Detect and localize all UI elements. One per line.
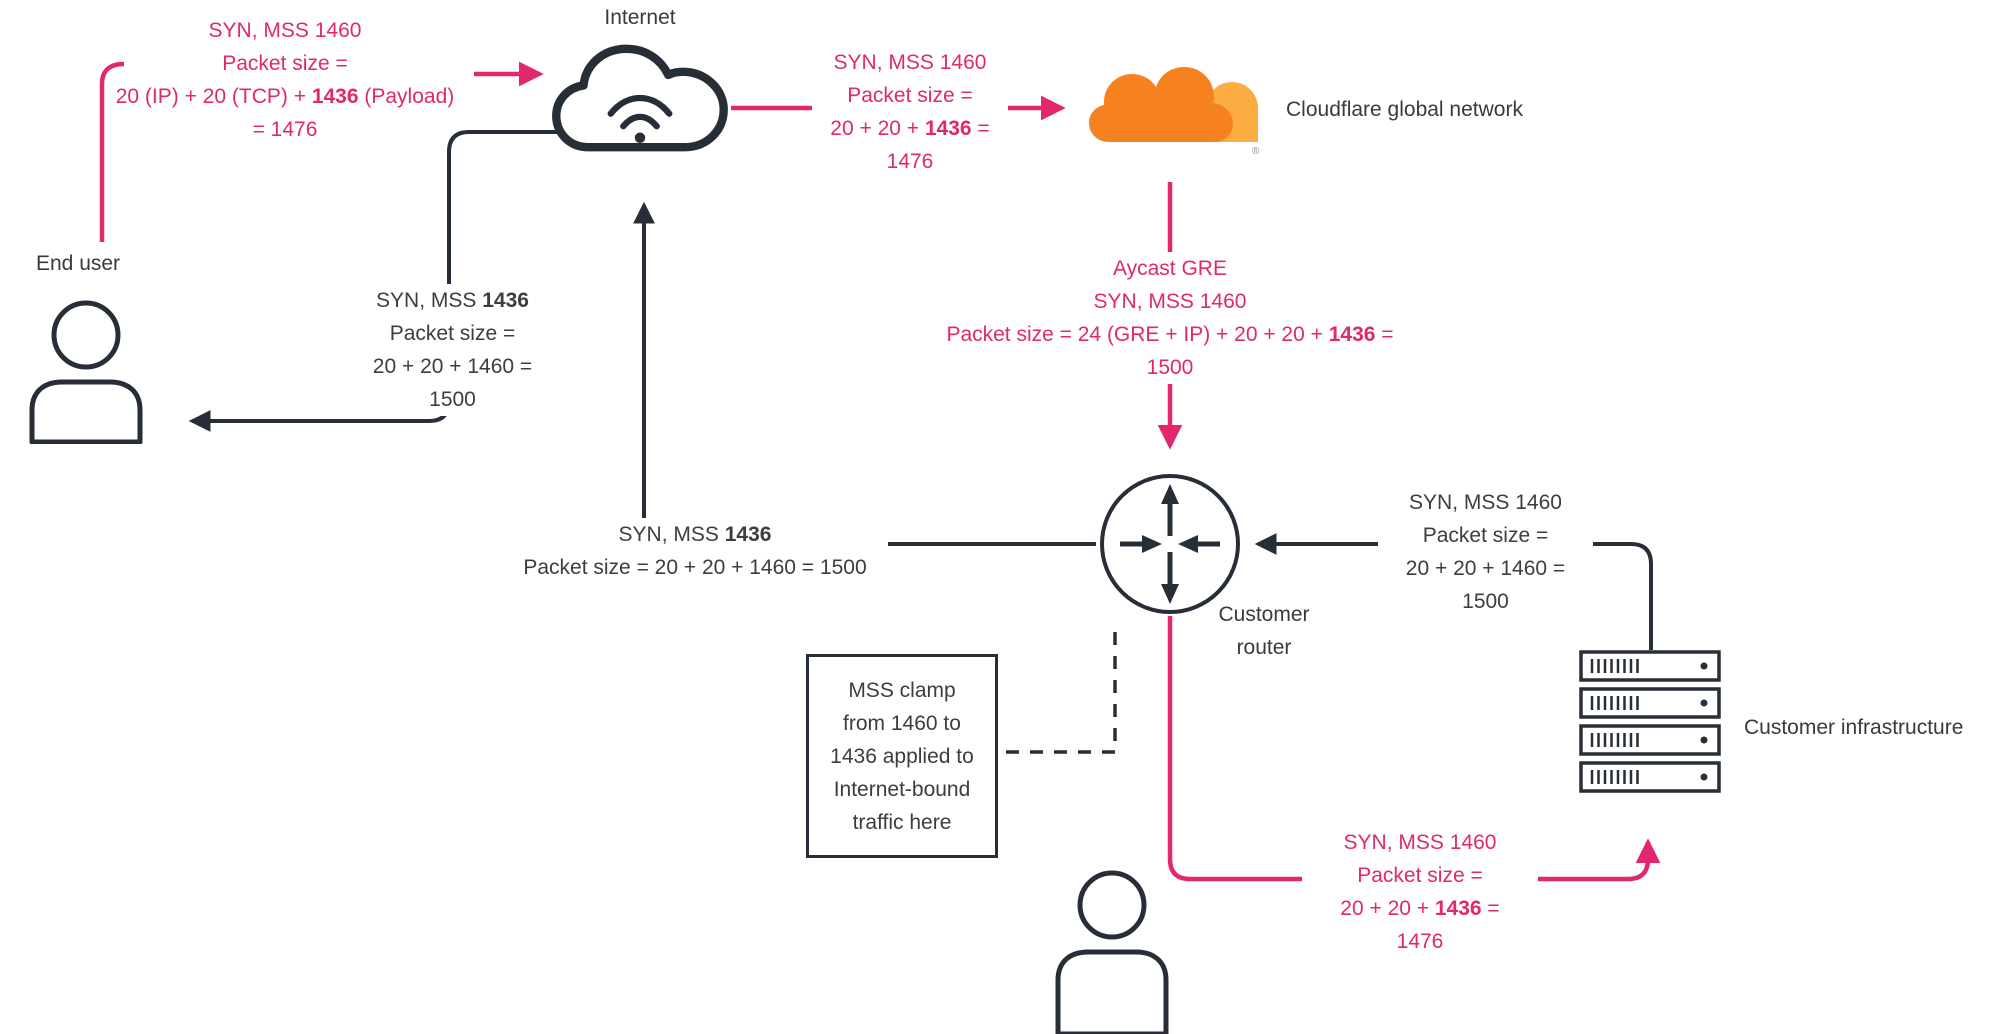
mss-clamp-note-box: MSS clamp from 1460 to 1436 applied to I… <box>806 654 998 858</box>
cloudflare-label: Cloudflare global network <box>1286 98 1523 121</box>
annotation-infrastructure-to-router: SYN, MSS 1460 Packet size = 20 + 20 + 14… <box>1378 486 1593 618</box>
annotation-router-to-internet: SYN, MSS 1436 Packet size = 20 + 20 + 14… <box>502 518 888 584</box>
annotation-cloudflare-to-router: Aycast GRE SYN, MSS 1460 Packet size = 2… <box>928 252 1412 384</box>
end-user-label: End user <box>36 252 121 275</box>
trademark-symbol: ® <box>1252 146 1260 157</box>
arrow-internet-to-end-user <box>188 130 570 432</box>
server-row <box>1579 650 1721 682</box>
customer-router-icon <box>1100 474 1240 614</box>
router-arrow-right <box>1178 535 1198 553</box>
wifi-arc-inner <box>620 113 660 130</box>
arrow-infrastructure-to-router <box>1254 533 1653 650</box>
line-router-to-clamp-note <box>996 632 1117 754</box>
annotation-router-to-infrastructure: SYN, MSS 1460 Packet size = 20 + 20 + 14… <box>1302 826 1538 958</box>
server-stack-icon <box>1579 650 1721 793</box>
server-row <box>1579 687 1721 719</box>
router-arrow-down <box>1161 584 1179 604</box>
internet-label: Internet <box>604 6 676 29</box>
line-end-user-to-annotation <box>99 61 125 242</box>
wifi-arc-outer <box>607 94 673 117</box>
cloudflare-logo-icon: ® <box>1089 67 1260 157</box>
wifi-dot <box>634 132 646 143</box>
router-arrow-up <box>1161 484 1179 504</box>
server-row <box>1579 761 1721 793</box>
router-arrow-left <box>1142 535 1162 553</box>
end-user-person-icon <box>29 300 143 444</box>
bottom-person-icon <box>1055 870 1169 1034</box>
customer-router-label: Customer router <box>1218 603 1310 659</box>
annotation-internet-to-cloudflare: SYN, MSS 1460 Packet size = 20 + 20 + 14… <box>812 46 1008 178</box>
annotation-internet-to-end-user: SYN, MSS 1436 Packet size = 20 + 20 + 14… <box>330 284 575 416</box>
internet-cloud-icon <box>552 44 728 152</box>
customer-infrastructure-label: Customer infrastructure <box>1744 716 1964 739</box>
server-row <box>1579 724 1721 756</box>
annotation-user-to-internet: SYN, MSS 1460 Packet size = 20 (IP) + 20… <box>115 19 455 141</box>
